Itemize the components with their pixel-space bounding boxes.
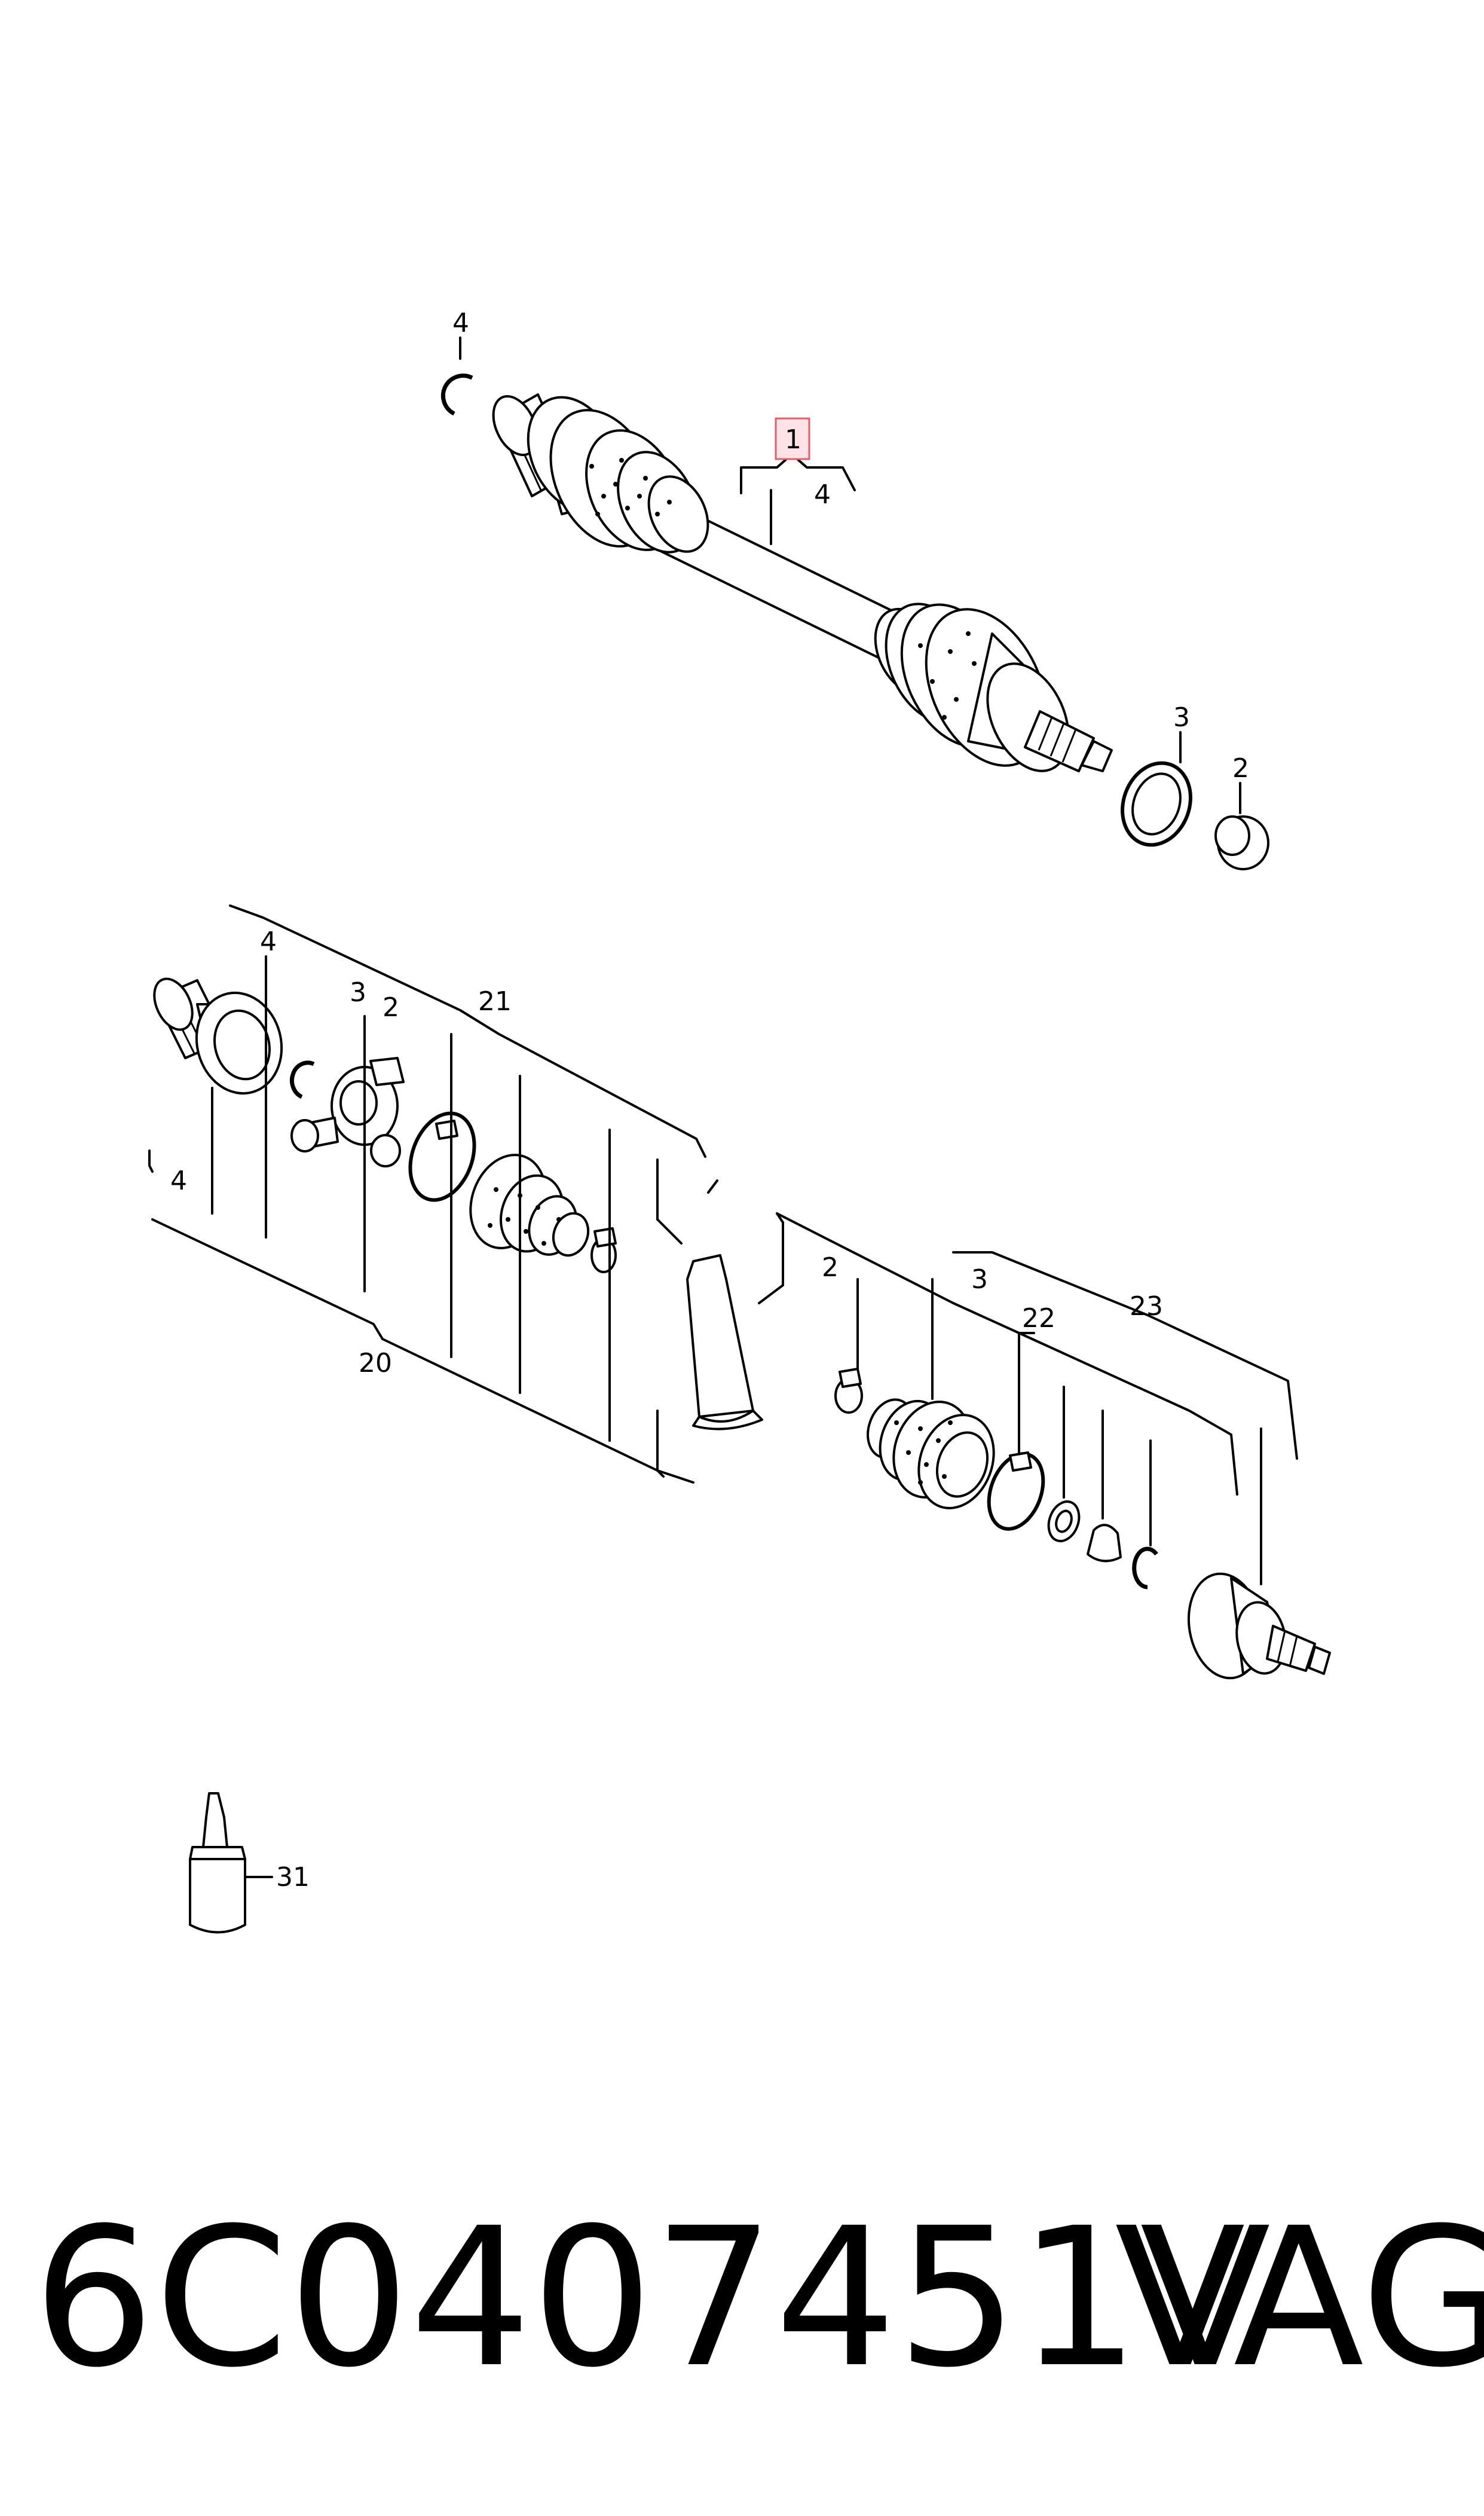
washer-part-3 (1121, 731, 1192, 847)
outer-joint-kit (776, 1212, 1331, 1680)
nut-part-2 (1214, 782, 1269, 870)
callout-part-20: 20 (359, 1348, 392, 1378)
callout-part-4-bracket: 4 (170, 1166, 187, 1196)
callout-part-23: 23 (1130, 1291, 1163, 1322)
callout-part-3-right: 3 (1173, 702, 1190, 733)
brand-text: VAG (1115, 2187, 1484, 2410)
circlip-part-4-top (440, 337, 473, 416)
callout-bracket-1 (740, 417, 856, 545)
callout-part-2-left: 2 (383, 992, 399, 1023)
callout-part-1: 1 (785, 424, 801, 455)
callout-part-3-mid: 3 (971, 1264, 988, 1295)
callout-part-2-right: 2 (1232, 753, 1249, 784)
callout-part-3-left: 3 (350, 977, 366, 1008)
inner-joint-kit (148, 904, 784, 1484)
drive-shaft-assembly (492, 393, 1113, 772)
adhesive-bottle (189, 1792, 273, 1934)
callout-part-4-main: 4 (814, 479, 831, 510)
callout-part-4-top: 4 (452, 308, 469, 338)
callout-part-21: 21 (478, 986, 512, 1017)
callout-part-31: 31 (276, 1862, 310, 1893)
callout-part-2-mid: 2 (822, 1252, 839, 1283)
callout-part-4-left: 4 (260, 927, 277, 957)
callout-part-22: 22 (1022, 1303, 1055, 1334)
highlight-box-part-1 (775, 417, 810, 460)
part-number-text: 6C0407451V (33, 2187, 1271, 2410)
